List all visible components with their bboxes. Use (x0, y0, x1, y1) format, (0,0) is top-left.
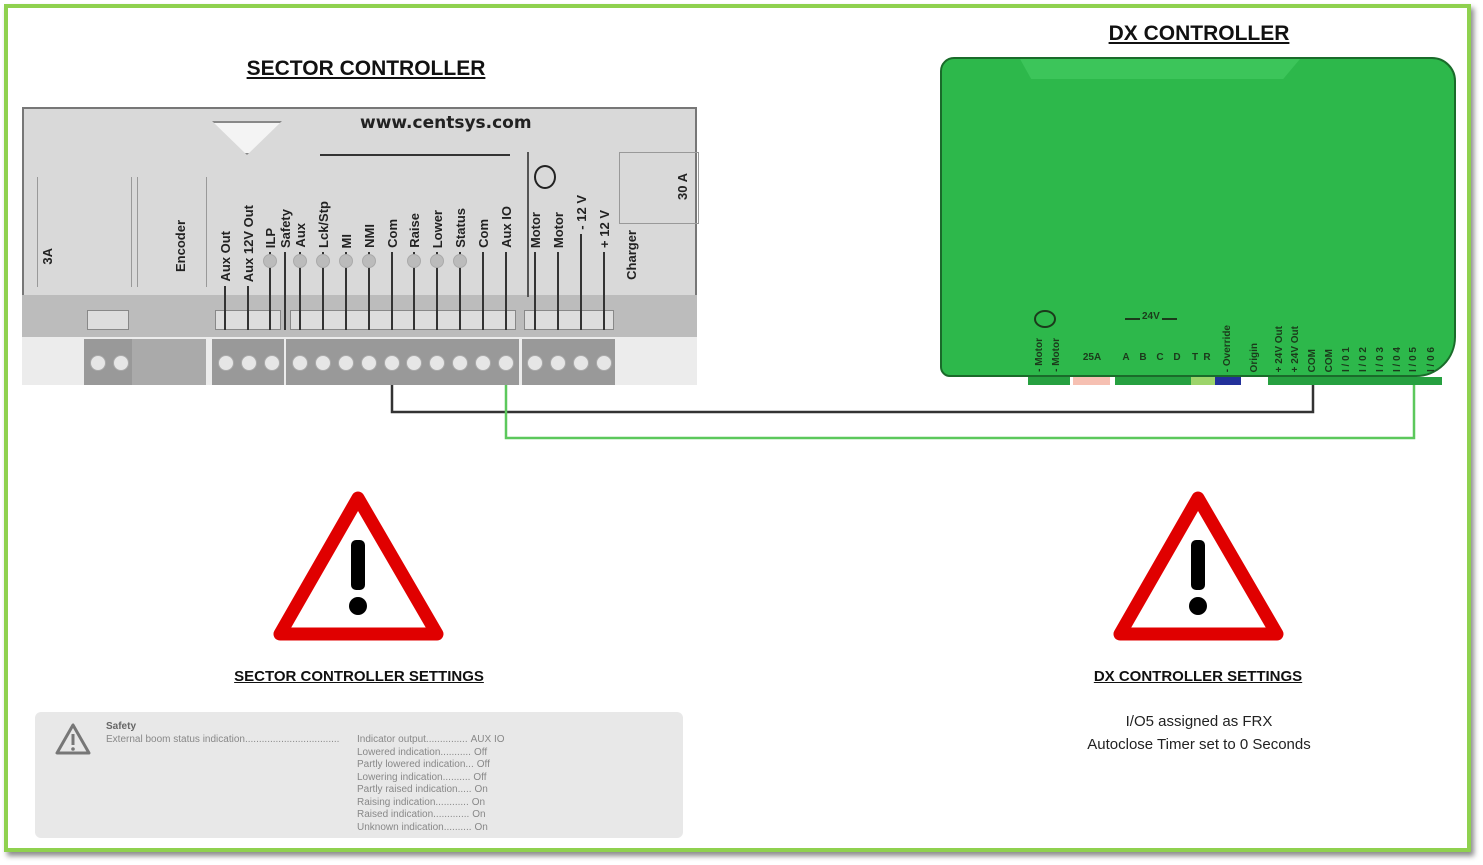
dx-terminal-label: D (1173, 352, 1181, 363)
caution-icon (55, 723, 91, 755)
terminal-line (322, 252, 324, 330)
terminal-line (603, 252, 605, 330)
settings-row: Unknown indication..........On (357, 822, 488, 834)
settings-row-label: Lowering indication.......... (357, 771, 471, 783)
led-indicator (339, 254, 353, 268)
settings-row: Raising indication............On (357, 797, 485, 809)
screw-terminal[interactable] (573, 355, 589, 371)
sector-controller-title: SECTOR CONTROLLER (246, 57, 486, 80)
dx-setting-line: I/O5 assigned as FRX (1125, 713, 1273, 730)
dx-motor-icon (1034, 310, 1056, 328)
sector-controller: www.centsys.com (22, 107, 699, 385)
settings-row: Indicator output...............AUX IO (357, 734, 505, 746)
settings-row-label: Raising indication............ (357, 796, 469, 808)
led-indicator (316, 254, 330, 268)
led-indicator (453, 254, 467, 268)
led-indicator (263, 254, 277, 268)
wire-aux-io-to-io5 (504, 385, 1416, 440)
settings-row-label: Raised indication............. (357, 809, 470, 820)
dx-controller-title: DX CONTROLLER (1108, 22, 1290, 45)
screw-terminal[interactable] (429, 355, 445, 371)
settings-row: Raised indication.............On (357, 809, 486, 821)
terminal-line (224, 286, 226, 330)
terminal-line (299, 252, 301, 330)
settings-row-value: Off (476, 759, 490, 770)
settings-item: External boom status indication.........… (106, 734, 340, 745)
screw-terminal[interactable] (406, 355, 422, 371)
led-indicator (362, 254, 376, 268)
warning-icon-dx (1113, 491, 1284, 641)
settings-row-value: On (474, 821, 488, 833)
diagram-frame (4, 4, 1471, 852)
screw-terminal[interactable] (361, 355, 377, 371)
terminal-line (557, 252, 559, 330)
screw-terminal[interactable] (452, 355, 468, 371)
screw-terminal[interactable] (264, 355, 280, 371)
settings-row-label: Partly raised indication..... (357, 784, 472, 795)
dx-controller (940, 57, 1456, 377)
dx-24v-label: 24V (1140, 311, 1162, 323)
screw-terminal[interactable] (475, 355, 491, 371)
settings-row-value: On (472, 809, 486, 820)
settings-row-value: AUX IO (470, 734, 505, 745)
settings-row-label: Lowered indication........... (357, 746, 471, 758)
settings-row: Lowering indication..........Off (357, 772, 487, 784)
settings-row-value: Off (473, 746, 488, 758)
terminal-line (413, 252, 415, 330)
terminal-line (368, 252, 370, 330)
settings-row: Lowered indication...........Off (357, 747, 487, 759)
settings-section: Safety (106, 721, 137, 732)
settings-row-value: On (471, 796, 486, 808)
terminal-line (505, 252, 507, 330)
settings-row-value: On (474, 784, 488, 795)
screw-terminal[interactable] (498, 355, 514, 371)
screw-terminal[interactable] (292, 355, 308, 371)
dx-terminal-label: A (1122, 352, 1130, 363)
terminal-line (247, 286, 249, 330)
dx-terminal-label: R (1203, 352, 1211, 363)
dx-setting-line: Autoclose Timer set to 0 Seconds (1087, 736, 1311, 753)
screw-terminal[interactable] (315, 355, 331, 371)
dx-terminal-label: T (1191, 352, 1199, 363)
settings-row-label: Unknown indication.......... (357, 821, 472, 833)
screw-terminal[interactable] (218, 355, 234, 371)
terminal-line (459, 252, 461, 330)
dx-settings-text: I/O5 assigned as FRX Autoclose Timer set… (1087, 710, 1310, 756)
website-label: www.centsys.com (360, 113, 532, 133)
settings-row: Partly lowered indication...Off (357, 759, 490, 771)
screw-terminal[interactable] (596, 355, 612, 371)
wire-com (390, 385, 1315, 414)
settings-row: Partly raised indication.....On (357, 784, 488, 796)
screw-terminal[interactable] (113, 355, 129, 371)
terminal-line (391, 252, 393, 330)
settings-row-label: Indicator output............... (357, 734, 468, 745)
screw-terminal[interactable] (90, 355, 106, 371)
terminal-line (482, 252, 484, 330)
terminal-line (534, 252, 536, 330)
dx-terminal-label: C (1156, 352, 1164, 363)
screw-terminal[interactable] (384, 355, 400, 371)
terminal-line (580, 234, 582, 330)
screw-terminal[interactable] (241, 355, 257, 371)
terminal-line (269, 252, 271, 330)
screw-terminal[interactable] (550, 355, 566, 371)
sector-settings-title: SECTOR CONTROLLER SETTINGS (234, 668, 484, 685)
terminal-line (284, 252, 286, 330)
motor-icon (534, 165, 556, 189)
warning-icon-sector (273, 491, 444, 641)
sector-settings-panel: Safety External boom status indication..… (35, 712, 683, 838)
led-indicator (430, 254, 444, 268)
dx-settings-title: DX CONTROLLER SETTINGS (1093, 668, 1303, 685)
settings-row-value: Off (473, 771, 487, 783)
settings-row-label: Partly lowered indication... (357, 759, 474, 770)
terminal-line (345, 252, 347, 330)
dx-terminal-label: 25A (1082, 352, 1102, 363)
led-indicator (293, 254, 307, 268)
terminal-line (436, 252, 438, 330)
led-indicator (407, 254, 421, 268)
dx-terminal-label: B (1139, 352, 1147, 363)
screw-terminal[interactable] (527, 355, 543, 371)
screw-terminal[interactable] (338, 355, 354, 371)
